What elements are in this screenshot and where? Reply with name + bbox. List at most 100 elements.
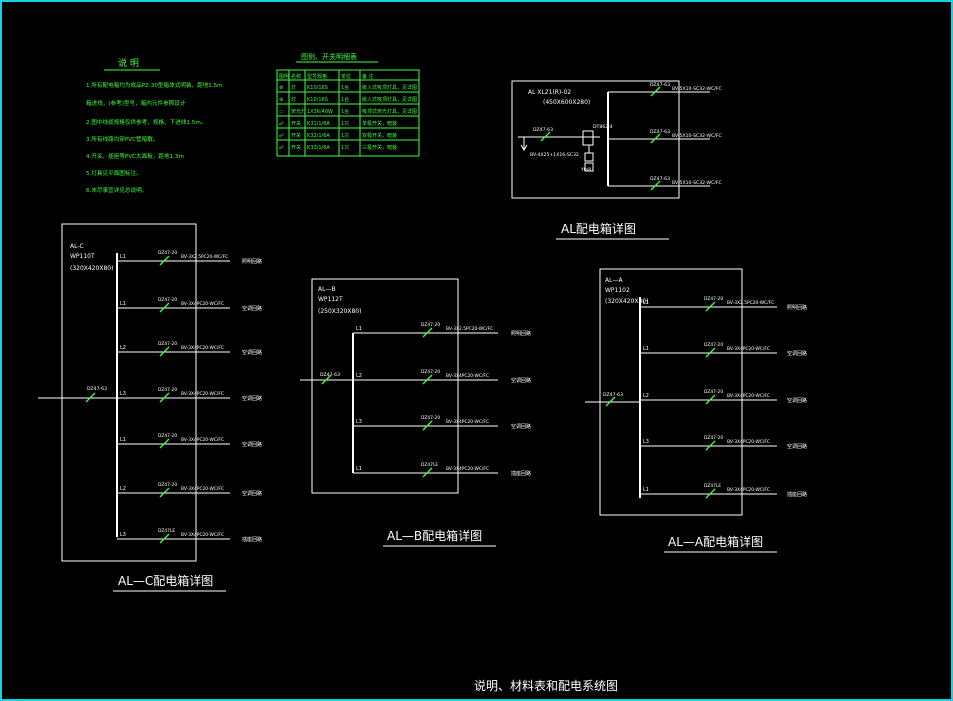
load-label: 照明回路 — [242, 258, 262, 265]
legend-cell: 嵌入式吸顶灯具，见详图 — [362, 96, 417, 103]
load-label: 空调回路 — [242, 441, 262, 448]
legend-header-cell: 型号规格 — [307, 73, 327, 80]
panel-al-b-enclosure — [311, 278, 459, 494]
breaker-label: DZ47-20 — [158, 433, 177, 439]
cable-label: BV-5X10-SC32-WC/FC — [672, 180, 722, 186]
panel-al-c-header-1: AL-C — [70, 243, 84, 250]
breaker-icon — [159, 487, 170, 498]
cable-label: BV-3X4PC20-WC/FC — [446, 373, 489, 379]
energy-meter-icon — [582, 130, 594, 146]
load-label: 空调回路 — [511, 377, 531, 384]
legend-header-cell: 图例 — [279, 73, 289, 80]
legend-cell: 灯 — [291, 84, 296, 91]
breaker-label: DZ47-20 — [421, 322, 440, 328]
breaker-icon — [705, 440, 716, 451]
cable-label: BV-3X4PC20-WC/FC — [181, 486, 224, 492]
breaker-label: DZ47LE — [158, 528, 175, 534]
panel-al-a: AL—A WP1102 (320X420X80) DZ47-63 L1DZ47-… — [585, 268, 807, 553]
breaker-label: DZ47-20 — [158, 482, 177, 488]
panel-al-b-header-2: WP112T — [318, 296, 343, 303]
cable-label: BV-3X4PC20-WC/FC — [446, 466, 489, 472]
note-item-6: 5.灯具见平面图标注。 — [86, 169, 142, 177]
panel-al-a-header-3: (320X420X80) — [605, 298, 648, 305]
load-label: 插座回路 — [787, 491, 807, 498]
legend-header-cell: 单位 — [341, 73, 351, 80]
legend-cell: K31/1/6A — [307, 121, 330, 127]
breaker-label: DZ47-63 — [650, 129, 670, 135]
panel-al-incoming-breaker: DZ47-63 — [533, 127, 553, 133]
notes-block: 说 明 1.所有配电箱均为成品PZ-30型箱体式明装，距地1.5m 箱进线，(参… — [86, 57, 223, 194]
cable-label: BV-3X4PC20-WC/FC — [727, 346, 770, 352]
panel-al-c: AL-C WP110T (320X420X80) DZ47-63 L1DZ47-… — [38, 223, 262, 592]
breaker-label: DZ47-20 — [158, 387, 177, 393]
cable-label: BV-3X2.5PC20-WC/FC — [446, 326, 493, 332]
panel-al-a-header-2: WP1102 — [605, 287, 630, 294]
note-item-7: 6.未尽事宜详见总说明。 — [86, 186, 147, 194]
breaker-icon — [705, 488, 716, 499]
cable-label: BV-3X4PC20-WC/FC — [727, 487, 770, 493]
breaker-icon — [159, 255, 170, 266]
phase-label: L3 — [120, 391, 126, 397]
cable-label: BV-3X2.5PC20-WC/FC — [727, 300, 774, 306]
legend-cell: K32/1/6A — [307, 133, 330, 139]
phase-label: L3 — [120, 532, 126, 538]
panel-al-b-header-1: AL—B — [318, 286, 336, 293]
panel-al-c-main-breaker: DZ47-63 — [87, 386, 107, 392]
cable-label: BV-3X4PC20-WC/FC — [181, 391, 224, 397]
panel-al-b: AL—B WP112T (250X320X80) DZ47-63 L1DZ47-… — [300, 278, 531, 547]
load-label: 照明回路 — [787, 304, 807, 311]
legend-cell: 单极开关，暗装 — [362, 120, 397, 127]
panel-al: AL XL21(R)-02 (450X600X280) DZ47-63 BV-4… — [511, 80, 722, 240]
breaker-label: DZ47-63 — [650, 82, 670, 88]
legend-cell: 荧光灯 — [291, 108, 306, 115]
phase-label: L3 — [643, 439, 649, 445]
load-label: 空调回路 — [511, 423, 531, 430]
panel-al-a-main-breaker: DZ47-63 — [603, 392, 623, 398]
breaker-icon — [705, 347, 716, 358]
breaker-icon — [159, 302, 170, 313]
breaker-icon — [422, 467, 433, 478]
cable-label: BV-3X2.5PC20-WC/FC — [181, 254, 228, 260]
breaker-icon — [422, 374, 433, 385]
breaker-label: DZ47LE — [704, 483, 721, 489]
breaker-label: DZ47-20 — [704, 296, 723, 302]
load-label: 照明回路 — [511, 330, 531, 337]
breaker-label: DZ47-20 — [158, 341, 177, 347]
note-item-1: 1.所有配电箱均为成品PZ-30型箱体式明装，距地1.5m — [86, 81, 223, 89]
panel-al-b-header-3: (250X320X80) — [318, 308, 361, 315]
cable-label: BV-5X10-SC32-WC/FC — [672, 86, 722, 92]
panel-al-b-main-breaker-icon — [321, 374, 332, 385]
panel-al-c-header-3: (320X420X80) — [70, 265, 113, 272]
cable-label: BV-3X4PC20-WC/FC — [727, 393, 770, 399]
load-label: 空调回路 — [787, 443, 807, 450]
note-item-2: 箱进线，(参考)型号，箱内元件参照设计 — [86, 99, 186, 107]
note-item-3: 2.图中线缆规格仅供参考，规格、下进线1.5m。 — [86, 118, 206, 126]
legend-cell: 1只 — [341, 133, 349, 139]
legend-cell: 开关 — [291, 120, 301, 127]
cable-label: BV-3X4PC20-WC/FC — [181, 532, 224, 538]
legend-cell: 三极开关，暗装 — [362, 144, 397, 151]
legend-cell: 开关 — [291, 132, 301, 139]
legend-cell: ⊕ — [279, 97, 283, 103]
load-label: 插座回路 — [511, 470, 531, 477]
phase-label: L2 — [120, 345, 126, 351]
phase-label: L2 — [120, 486, 126, 492]
note-item-4: 3.所有线路均穿PVC管暗敷。 — [86, 135, 158, 143]
load-label: 空调回路 — [242, 349, 262, 356]
breaker-label: DZ47-20 — [704, 435, 723, 441]
legend-cell: 灯 — [291, 96, 296, 103]
panel-al-header-1: AL XL21(R)-02 — [528, 89, 571, 96]
breaker-icon — [650, 180, 661, 191]
breaker-icon — [159, 346, 170, 357]
cable-label: BV-3X4PC20-WC/FC — [181, 301, 224, 307]
